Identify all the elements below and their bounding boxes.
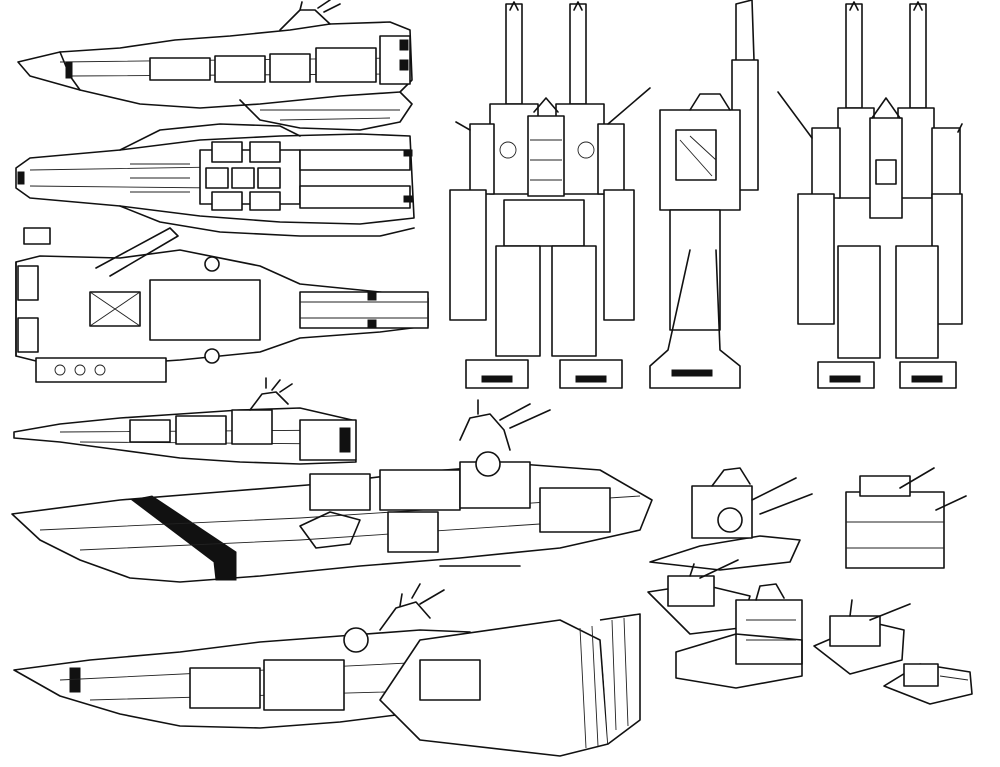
robot-side-view — [649, 0, 759, 389]
bridge-tower-details — [647, 467, 973, 705]
ship-large-perspective-upper — [11, 399, 653, 583]
ship-side-view — [17, 0, 413, 131]
ship-top-view — [15, 123, 415, 237]
ship-small-perspective — [13, 377, 357, 465]
ship-large-perspective-lower — [13, 583, 641, 757]
ship-bottom-view — [15, 227, 429, 383]
robot-back-view — [777, 1, 963, 389]
robot-front-view — [449, 1, 651, 389]
